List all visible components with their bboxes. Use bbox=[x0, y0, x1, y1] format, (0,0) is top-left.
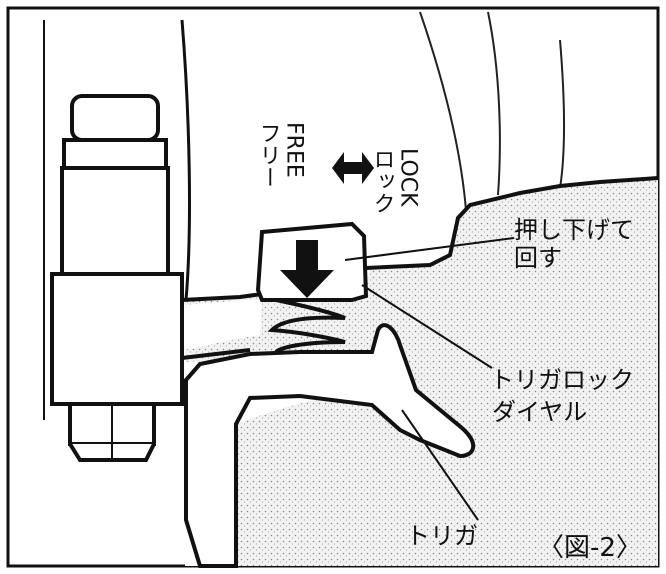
bolt-head bbox=[70, 94, 160, 142]
label-push-turn-1: 押し下げて bbox=[514, 216, 634, 244]
body-curve-1 bbox=[419, 11, 467, 211]
trigger-ledge bbox=[181, 348, 251, 360]
body-top-edge bbox=[365, 176, 659, 270]
label-trigger-lock-1: トリガロック bbox=[490, 366, 634, 394]
label-push-turn-2: 回す bbox=[514, 244, 562, 272]
label-free-en: FREE bbox=[282, 122, 307, 178]
bolt-shaft bbox=[60, 166, 170, 276]
gun-body-stipple bbox=[185, 178, 658, 566]
bolt-block bbox=[50, 272, 184, 406]
leader-push-turn bbox=[344, 237, 515, 261]
label-trigger: トリガ bbox=[406, 522, 478, 550]
down-arrow-icon bbox=[280, 240, 334, 298]
leader-trigger-lock bbox=[361, 284, 493, 369]
housing-line bbox=[180, 19, 191, 301]
label-trigger-lock-2: ダイヤル bbox=[492, 398, 587, 426]
free-lock-arrow-icon bbox=[332, 152, 374, 184]
trigger-lever bbox=[184, 323, 475, 568]
spring bbox=[267, 298, 346, 354]
leader-trigger bbox=[401, 409, 479, 521]
body-curve-2 bbox=[487, 11, 501, 196]
label-lock-en: LOCK bbox=[396, 148, 421, 207]
figure-title: 〈図-2〉 bbox=[538, 533, 642, 563]
label-lock-jp: ロック bbox=[370, 148, 395, 214]
bolt-washer bbox=[62, 138, 168, 170]
label-free-jp: フリー bbox=[256, 122, 281, 188]
body-curve-3 bbox=[559, 39, 566, 189]
dial-ledge bbox=[181, 292, 263, 302]
